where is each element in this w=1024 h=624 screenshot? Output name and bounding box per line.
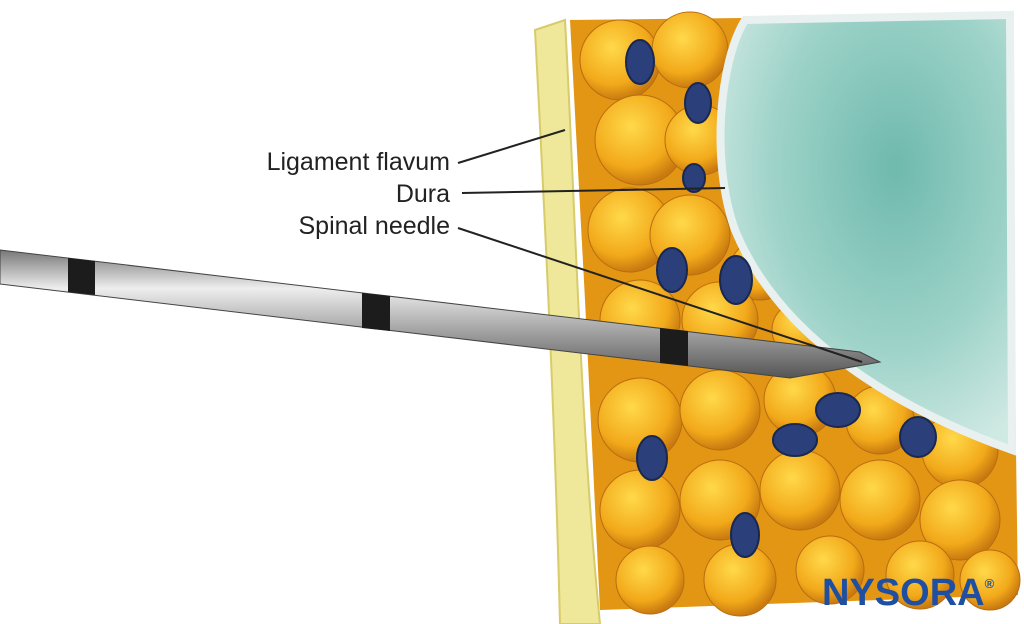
nysora-logo: NYSORA® — [822, 572, 994, 615]
leader-lines — [457, 129, 863, 363]
label-spinal-needle: Spinal needle — [298, 212, 450, 240]
spinal-needle — [0, 249, 882, 379]
registered-mark: ® — [984, 576, 995, 591]
label-dura: Dura — [395, 180, 450, 208]
fat-globules — [579, 11, 1021, 617]
dura-sac — [716, 10, 1017, 456]
needle-depth-markings — [68, 258, 688, 366]
blood-vessels — [625, 39, 937, 558]
label-ligament-flavum: Ligament flavum — [266, 148, 450, 176]
logo-text: NYSORA — [822, 572, 985, 614]
